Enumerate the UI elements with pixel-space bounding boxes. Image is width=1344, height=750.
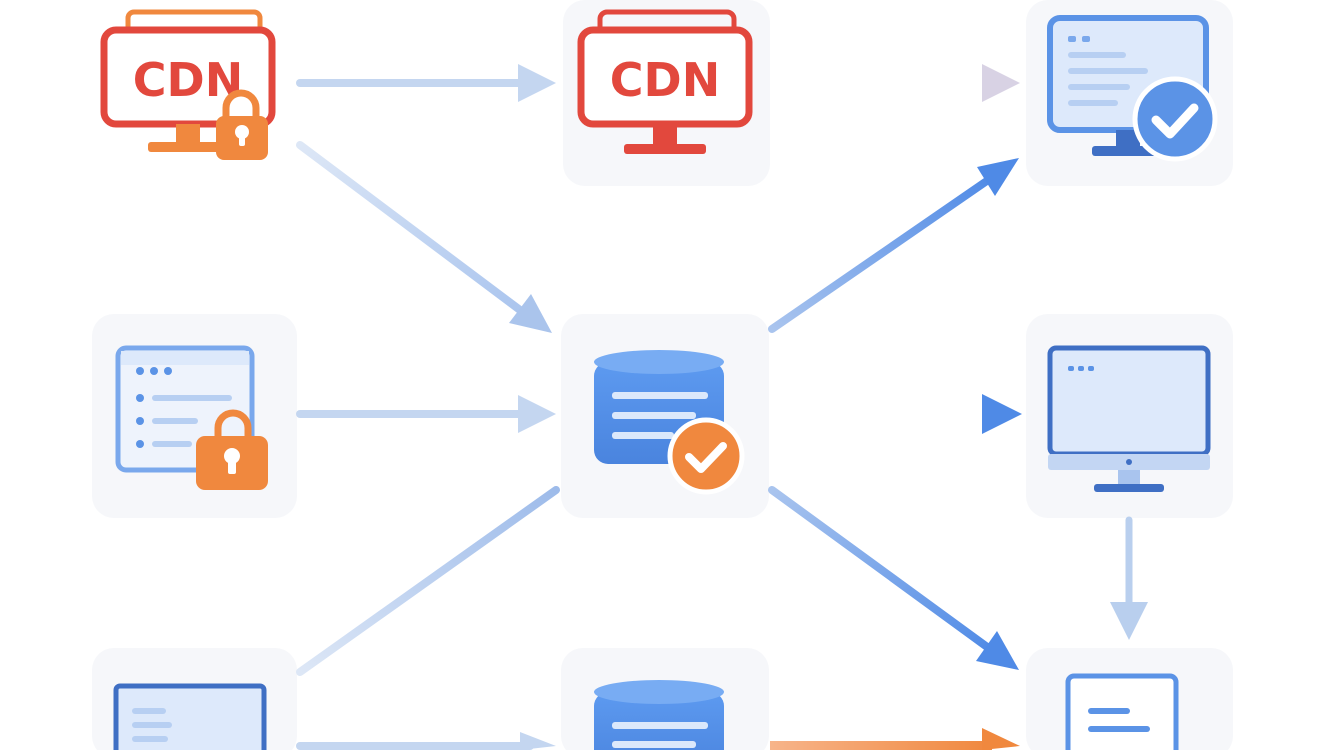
arrow-desktop-to-document [1110, 516, 1148, 640]
lock-icon [216, 89, 268, 160]
arrow-database-to-document [768, 486, 1019, 670]
database-icon [594, 680, 724, 750]
desktop-monitor-icon [1047, 345, 1211, 492]
database-check-icon [594, 350, 745, 495]
arrow-document-to-database [296, 395, 556, 433]
check-badge-icon [1132, 76, 1218, 162]
cdn-label-center: CDN [610, 53, 720, 107]
cdn-monitor-lock-icon: CDN [100, 9, 276, 160]
cdn-monitor-icon: CDN [577, 9, 753, 154]
document-lock-icon [115, 345, 268, 490]
arrow-cdn-to-cdn [296, 64, 556, 102]
arrow-laptop-to-database-secondary [296, 732, 556, 750]
cdn-label-left: CDN [133, 53, 243, 107]
arrow-cdn-to-database [296, 141, 552, 333]
arrow-database-to-desktop [768, 394, 1022, 434]
arrow-laptop-to-database [296, 486, 560, 676]
arrow-cdn-to-client [768, 64, 1020, 102]
monitor-icon [113, 683, 267, 750]
monitor-check-icon [1047, 15, 1218, 162]
document-icon [1065, 673, 1179, 750]
arrow-database-secondary-to-document [770, 728, 1020, 750]
arrow-database-to-client-verified [768, 158, 1019, 333]
check-badge-icon [667, 417, 745, 495]
lock-icon [196, 409, 268, 490]
